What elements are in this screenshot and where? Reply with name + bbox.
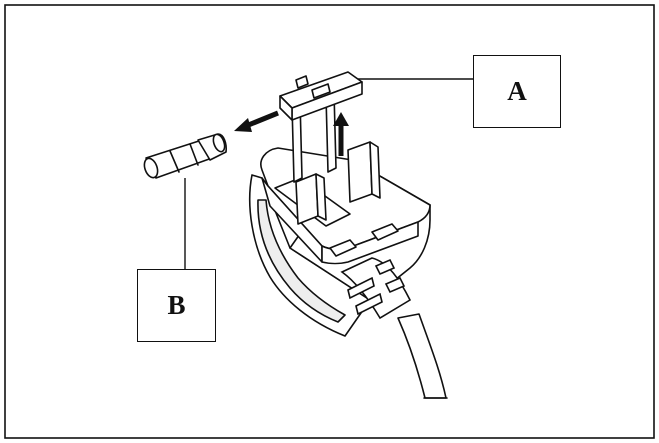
callout-b-label: B — [167, 290, 186, 320]
plug-pin-left — [295, 173, 327, 225]
callout-a-label: A — [507, 76, 527, 106]
arrow-up-icon — [333, 112, 349, 156]
cable-icon — [397, 313, 448, 399]
plug-body — [248, 147, 431, 337]
arrow-left-icon — [234, 110, 279, 132]
plug-grip — [340, 257, 412, 320]
callout-b-box: B — [137, 269, 216, 342]
fuse-cover-icon — [279, 71, 363, 183]
fuse-icon — [143, 133, 227, 179]
plug-pin-right — [347, 141, 381, 203]
callout-a-box: A — [473, 55, 561, 128]
diagram-frame — [4, 4, 655, 439]
